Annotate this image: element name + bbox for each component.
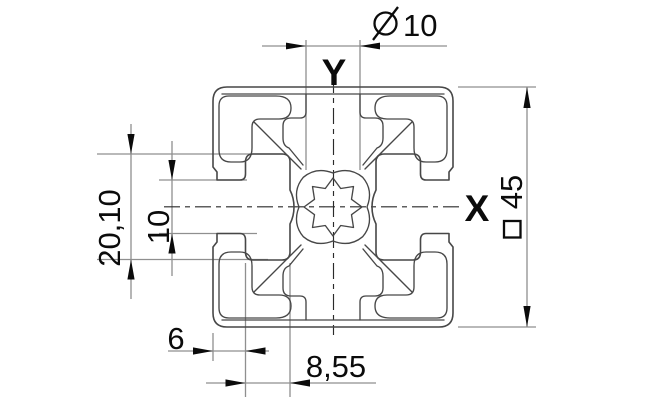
corner-chamber-bottom-left xyxy=(218,251,292,319)
web-ne xyxy=(364,121,413,170)
profile-geometry xyxy=(212,86,454,328)
corner-chamber-top-right xyxy=(374,95,448,163)
top-cavity-left xyxy=(282,93,307,166)
arrow-size-top xyxy=(523,87,531,108)
y-axis-label: Y xyxy=(322,52,347,93)
core-ring xyxy=(295,169,371,245)
bottom-cavity-right xyxy=(359,248,384,321)
web-lines xyxy=(253,121,413,293)
top-cavity-right xyxy=(359,93,384,166)
profile-outline xyxy=(212,86,454,328)
arrow-cavity-depth-left xyxy=(225,379,246,387)
arrow-slot-width-bottom xyxy=(168,233,176,254)
arrow-throat-left xyxy=(193,347,213,355)
slot-cavity-depth-value: 8,55 xyxy=(306,349,366,384)
arrow-slot-width-top xyxy=(168,160,176,180)
axis-labels: Y X xyxy=(322,52,490,229)
diameter-symbol xyxy=(372,6,399,41)
corner-chamber-top-left xyxy=(218,95,292,163)
dimension-arrows xyxy=(127,42,531,387)
dimension-labels: 10 45 20,10 10 6 8,55 xyxy=(92,8,529,384)
bore-diameter-value: 10 xyxy=(403,8,437,43)
corner-chambers xyxy=(218,95,448,319)
slot-opening-width-value: 10 xyxy=(141,210,176,244)
arrow-throat-right xyxy=(245,347,266,355)
closed-slot-cavities xyxy=(282,93,384,321)
arrow-size-bottom xyxy=(523,306,531,327)
arrow-cavity-width-bottom xyxy=(127,259,135,280)
corner-chamber-bottom-right xyxy=(374,251,448,319)
profile-size-value: 45 xyxy=(494,175,529,209)
slot-throat-depth-value: 6 xyxy=(167,321,184,356)
arrow-cavity-width-top xyxy=(127,134,135,154)
spline-bore xyxy=(303,177,363,237)
slot-cavity-width-value: 20,10 xyxy=(92,189,127,267)
web-se xyxy=(364,244,413,293)
web-nw xyxy=(253,121,302,170)
x-axis-label: X xyxy=(465,188,490,229)
square-symbol xyxy=(502,219,522,239)
core xyxy=(295,169,371,245)
arrow-bore-right xyxy=(360,42,380,50)
web-sw xyxy=(253,244,302,293)
arrow-bore-left xyxy=(286,42,306,50)
arrow-cavity-depth-right xyxy=(290,379,310,387)
centerlines xyxy=(164,77,460,335)
extension-lines xyxy=(97,40,536,397)
bottom-cavity-left xyxy=(282,248,307,321)
